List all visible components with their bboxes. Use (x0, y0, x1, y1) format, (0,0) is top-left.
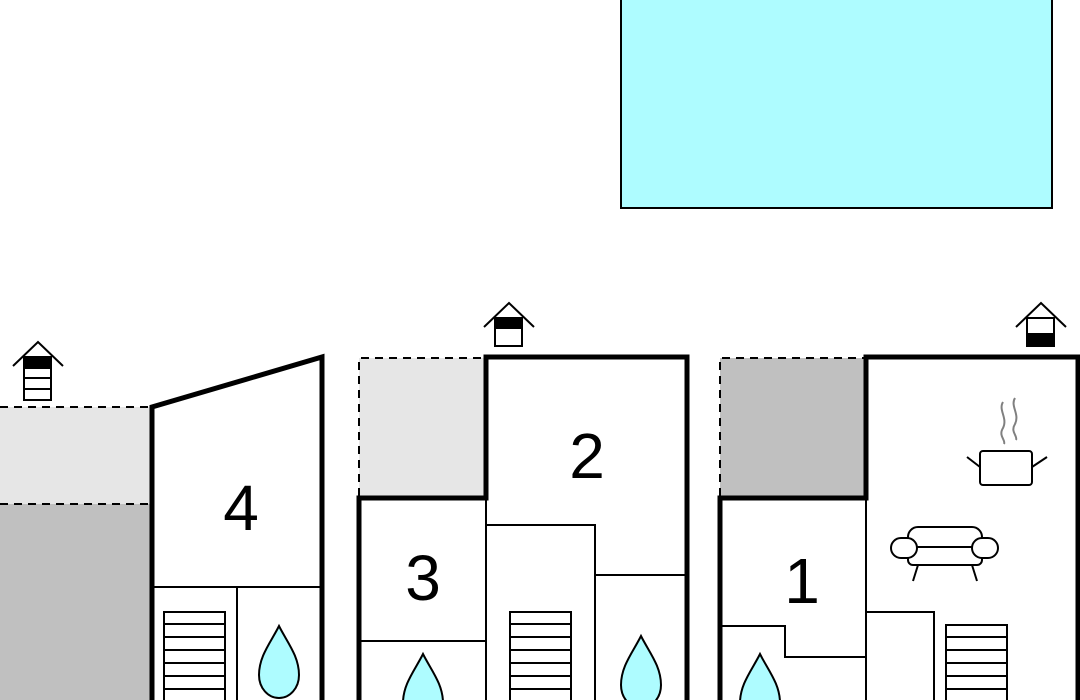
wall (486, 524, 596, 700)
terrace-light (0, 407, 152, 504)
wall (866, 611, 935, 700)
terrace-dark (720, 358, 866, 496)
room-number: 2 (569, 420, 605, 492)
wall-outline (356, 354, 690, 700)
stairs-icon (163, 611, 226, 700)
wall (720, 625, 866, 658)
house-right: 1 (717, 301, 1080, 700)
water-drop-icon (619, 633, 663, 700)
terrace-light (359, 358, 486, 496)
house-icon (12, 340, 64, 401)
house-icon (1015, 301, 1067, 347)
wall-outline (149, 353, 325, 700)
room-number: 1 (784, 545, 820, 617)
stairs-icon (945, 624, 1008, 700)
water-drop-icon (257, 623, 301, 700)
pool (620, 0, 1053, 209)
house-middle: 2 3 (356, 301, 690, 700)
wall-outline (717, 354, 1080, 700)
water-drop-icon (739, 651, 781, 700)
sofa-icon (890, 526, 999, 582)
terrace-dark (0, 504, 152, 700)
stairs-icon (509, 611, 572, 700)
terrace-outline (719, 357, 866, 496)
water-drop-icon (402, 651, 444, 700)
room-number: 3 (405, 542, 441, 614)
room-number: 4 (223, 472, 259, 544)
house-left: 4 (0, 340, 325, 700)
house-icon (483, 301, 535, 347)
terrace-outline (358, 357, 486, 496)
cooking-pot-icon (966, 397, 1048, 486)
